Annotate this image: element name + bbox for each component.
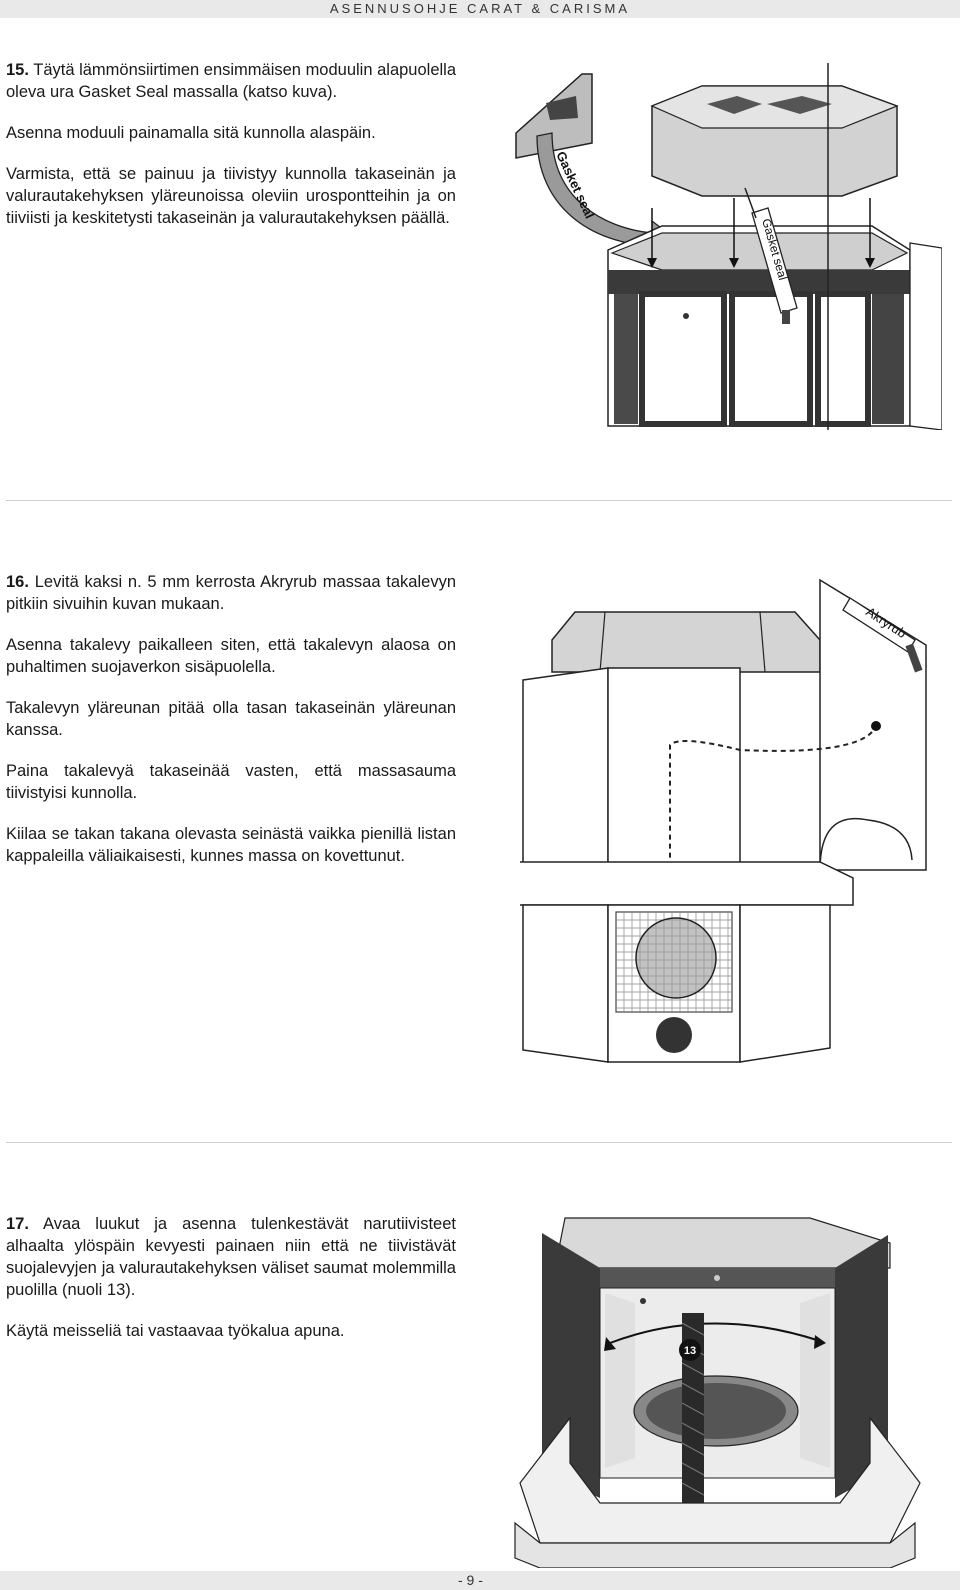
- section-divider-2: [6, 1142, 952, 1143]
- document-title: ASENNUSOHJE CARAT & CARISMA: [329, 1, 630, 16]
- step-15-paragraph-1: 15. Täytä lämmönsiirtimen ensimmäisen mo…: [6, 61, 457, 101]
- step-17-figure: 13: [510, 1213, 940, 1569]
- step-15-number: 15.: [6, 61, 29, 79]
- step-16-paragraph-4: Paina takalevyä takaseinää vasten, että …: [6, 762, 456, 802]
- section-divider-1: [6, 500, 952, 501]
- step-16-paragraph-5: Kiilaa se takan takana olevasta seinästä…: [6, 825, 456, 865]
- step-17-text: 17. Avaa luukut ja asenna tulenkestävät …: [6, 1213, 456, 1361]
- step-16-paragraph-3: Takalevyn yläreunan pitää olla tasan tak…: [6, 699, 456, 739]
- step-17-number: 17.: [6, 1215, 29, 1233]
- step-15-text: 15. Täytä lämmönsiirtimen ensimmäisen mo…: [6, 59, 456, 248]
- step-15-paragraph-2: Asenna moduuli painamalla sitä kunnolla …: [6, 124, 376, 142]
- page-header-bar: ASENNUSOHJE CARAT & CARISMA: [0, 0, 960, 18]
- step-16-number: 16.: [6, 573, 29, 591]
- step-16-paragraph-2: Asenna takalevy paikalleen siten, että t…: [6, 636, 456, 676]
- page-number: - 9 -: [458, 1572, 483, 1588]
- step-16-paragraph-1: 16. Levitä kaksi n. 5 mm kerrosta Akryru…: [6, 573, 456, 613]
- step-16-figure: Akryrub: [494, 570, 940, 1075]
- step-17-paragraph-1: 17. Avaa luukut ja asenna tulenkestävät …: [6, 1215, 456, 1299]
- step-16-text: 16. Levitä kaksi n. 5 mm kerrosta Akryru…: [6, 571, 456, 886]
- step-15-figure: Gasket seal Gasket seal: [512, 58, 943, 431]
- step-15-paragraph-3: Varmista, että se painuu ja tiivistyy ku…: [6, 165, 456, 227]
- page-footer-bar: - 9 -: [0, 1571, 960, 1590]
- step-17-paragraph-2: Käytä meisseliä tai vastaavaa työkalua a…: [6, 1322, 345, 1340]
- arrow-13-label: 13: [684, 1345, 696, 1357]
